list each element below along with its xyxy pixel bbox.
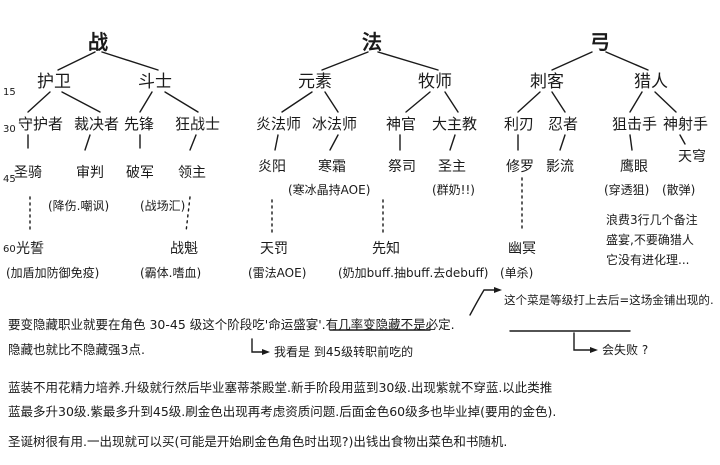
side-note: 它没有进化理... <box>606 253 690 267</box>
class-node: 圣主 <box>438 159 466 175</box>
class-node: 鹰眼 <box>620 159 648 175</box>
annotation-arrow <box>469 289 495 316</box>
edge <box>57 51 96 71</box>
note-line: 蓝装不用花精力培养.升级就行然后毕业塞蒂茶殿堂.新手阶段用蓝到30级.出现紫就不… <box>8 380 553 395</box>
class-node: 领主 <box>178 165 206 181</box>
edge <box>679 134 686 145</box>
class-node: 天罚 <box>260 241 288 257</box>
class-node: 祭司 <box>388 159 416 175</box>
class-node: 守护者 <box>18 115 64 133</box>
level-label: 30 <box>3 124 16 135</box>
class-root-warrior: 战 <box>88 30 108 54</box>
annotation-arrow <box>251 338 263 353</box>
edge <box>185 196 191 233</box>
edge <box>189 134 197 151</box>
note-line: 隐藏也就比不隐藏强3点. <box>8 342 145 357</box>
note-line: 蓝最多升30级.紫最多升到45级.刷金色出现再考虑资质问题.后面金色60级多也毕… <box>8 404 557 419</box>
edge <box>629 91 643 113</box>
edge <box>139 91 153 113</box>
note-line: 圣诞树很有用.一出现就可以买(可能是开始刷金色角色时出现?)出钱出食物出菜色和书… <box>8 434 508 449</box>
edge <box>605 51 649 71</box>
class-node: 炎法师 <box>256 115 302 133</box>
class-note: (寒冰晶持AOE) <box>288 183 371 197</box>
class-node: 光誓 <box>16 241 44 257</box>
edge <box>164 91 199 113</box>
edge <box>551 51 593 71</box>
class-node: 忍者 <box>548 115 579 133</box>
class-note: (群奶!!) <box>432 183 475 197</box>
edge <box>274 134 279 151</box>
class-note: (穿透狙) <box>604 183 650 197</box>
edge <box>517 91 541 113</box>
class-note: (奶加buff.抽buff.去debuff) <box>338 266 489 280</box>
class-node: 天穹 <box>678 149 706 165</box>
class-note: (单杀) <box>500 266 534 280</box>
class-node: 炎阳 <box>258 159 286 175</box>
note-line: 要变隐藏职业就要在角色 30-45 级这个阶段吃'命运盛宴'.有几率变隐藏不是必… <box>8 317 455 332</box>
class-node: 冰法师 <box>312 115 358 133</box>
class-note: (散弹) <box>662 183 696 197</box>
side-note: 浪费3行几个备注 <box>606 213 698 227</box>
annotation-arrow <box>573 332 591 351</box>
annotation: 会失败 ? <box>602 343 649 357</box>
class-node: 大主教 <box>432 115 478 133</box>
class-node: 寒霜 <box>318 159 346 175</box>
annotation: 我看是 到45级转职前吃的 <box>274 345 414 359</box>
edge <box>321 51 369 71</box>
class-node: 修罗 <box>506 159 534 175</box>
edge <box>329 134 339 151</box>
arrow-head <box>494 287 502 293</box>
class-node: 影流 <box>546 159 574 175</box>
edge <box>444 91 459 113</box>
class-root-mage: 法 <box>362 30 382 54</box>
level-label: 15 <box>3 87 16 98</box>
edge <box>281 91 313 113</box>
branch-fighter: 斗士 <box>138 72 172 92</box>
branch-elemental: 元素 <box>298 72 332 92</box>
level-label: 60 <box>3 244 16 255</box>
edge <box>84 134 91 151</box>
level-label: 45 <box>3 174 16 185</box>
class-note: (降伤.嘲讽) <box>48 199 110 213</box>
class-node: 狂战士 <box>175 115 221 133</box>
edge <box>629 134 633 151</box>
side-note: 盛宴,不要确猎人 <box>606 233 694 247</box>
class-node: 圣骑 <box>14 165 42 181</box>
edge <box>61 91 101 113</box>
class-node: 神官 <box>386 115 417 133</box>
class-node: 狙击手 <box>612 115 658 133</box>
edge <box>551 91 566 113</box>
class-node: 先锋 <box>124 115 155 133</box>
class-note: (霸体.嗜血) <box>140 266 202 280</box>
class-note: (加盾加防御免疫) <box>6 266 100 280</box>
edge <box>449 134 456 151</box>
arrow-head <box>262 349 270 355</box>
edge <box>559 134 566 151</box>
class-node: 审判 <box>76 165 104 181</box>
class-note: (雷法AOE) <box>248 266 307 280</box>
arrow-head <box>590 347 598 353</box>
edge <box>377 51 439 71</box>
class-node: 裁决者 <box>74 115 120 133</box>
edge <box>405 91 431 113</box>
edge <box>654 91 677 113</box>
class-node: 先知 <box>372 241 400 257</box>
branch-hunter: 猎人 <box>634 72 668 92</box>
class-node: 战魁 <box>170 241 198 257</box>
class-node: 利刃 <box>504 115 535 133</box>
class-node: 神射手 <box>663 115 709 133</box>
edge <box>27 91 51 113</box>
class-note: (战场汇) <box>140 199 186 213</box>
class-root-archer: 弓 <box>590 30 610 54</box>
class-node: 幽冥 <box>508 241 536 257</box>
annotation: 这个菜是等级打上去后=这场金铺出现的. <box>504 293 714 307</box>
branch-priest: 牧师 <box>418 72 452 92</box>
class-node: 破军 <box>126 165 154 181</box>
edge <box>324 91 339 113</box>
branch-assassin: 刺客 <box>530 72 564 92</box>
branch-guardian: 护卫 <box>37 72 71 92</box>
edge <box>101 51 159 71</box>
